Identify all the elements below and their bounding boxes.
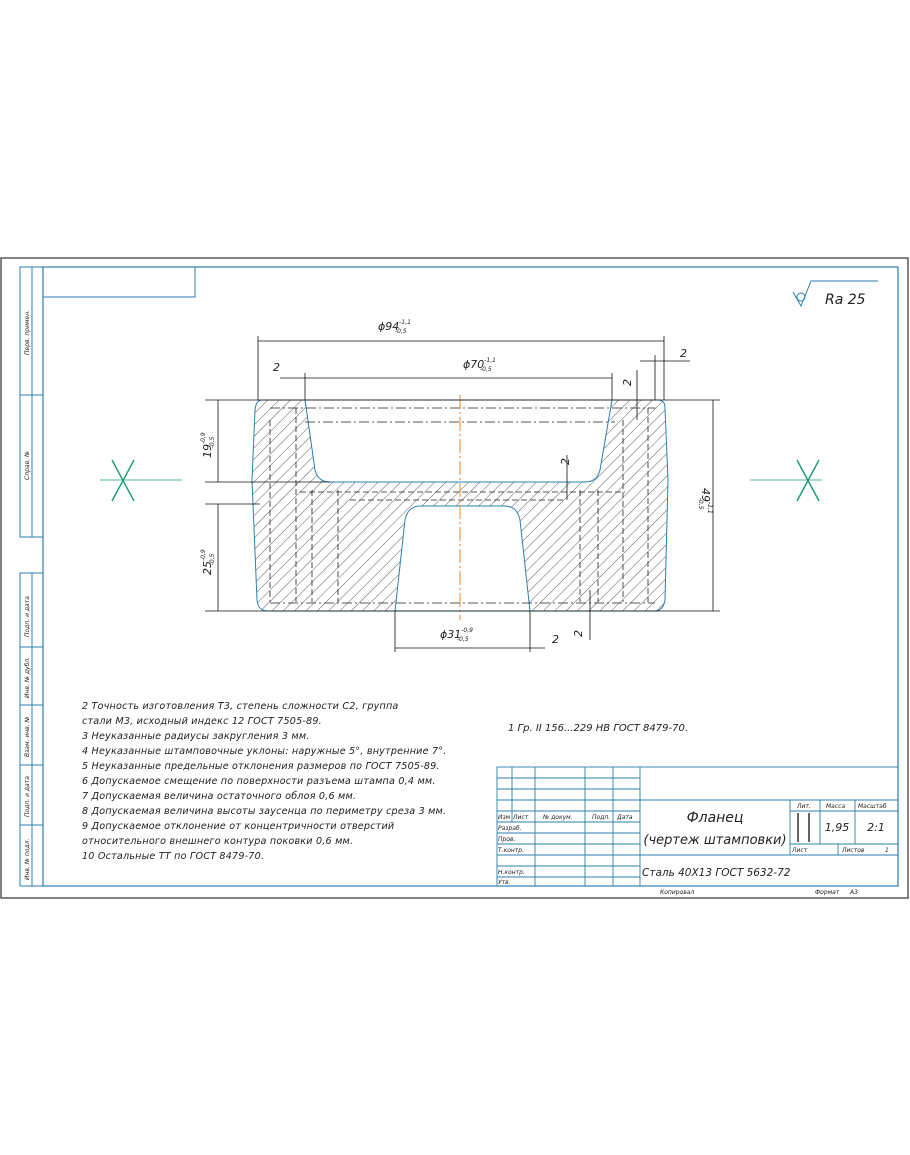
roughness-symbol: Ra 25	[792, 280, 878, 308]
tb-sheets-label: Листов	[841, 847, 865, 854]
side-label: Взам. инв. №	[24, 716, 31, 757]
tb-header: Изм	[498, 814, 511, 821]
material: Сталь 40Х13 ГОСТ 5632-72	[642, 867, 791, 879]
side-label: Подп. и дата	[24, 596, 31, 637]
top-left-box	[43, 267, 196, 298]
tb-role: Т.контр.	[498, 847, 524, 854]
dim-2: 2	[572, 630, 585, 637]
mass-value: 1,95	[825, 821, 850, 834]
note-line: 3 Неуказанные радиусы закругления 3 мм.	[82, 731, 310, 742]
section-mark-left	[100, 459, 182, 502]
dim-d31: ϕ31-0,9-0,5	[440, 627, 473, 643]
note-line: 9 Допускаемое отклонение от концентрично…	[82, 821, 395, 832]
note-line: 8 Допускаемая величина высоты заусенца п…	[82, 806, 447, 817]
tb-format-label: Формат	[815, 889, 840, 896]
side-strip	[19, 266, 44, 887]
tb-header: Лист	[512, 814, 529, 821]
scale-value: 2:1	[867, 821, 885, 834]
tb-header: Подп.	[592, 814, 610, 821]
side-label: Перв. примен.	[24, 310, 31, 355]
tb-role: Утв.	[498, 879, 511, 886]
extension-lines	[205, 336, 720, 652]
side-label: Подп. и дата	[24, 776, 31, 817]
tb-header: № докум.	[542, 814, 573, 821]
dimension-lines	[217, 340, 714, 649]
part-name: Фланец	[687, 810, 744, 826]
roughness-label: Ra 25	[825, 292, 866, 308]
hidden-lines	[269, 407, 655, 604]
side-label: Справ. №	[24, 451, 31, 480]
dim-h25: 25-0,9-0,5	[200, 549, 216, 575]
dim-2: 2	[621, 379, 634, 386]
tb-mass-label: Масса	[826, 803, 845, 810]
dim-h19: 19-0,9-0,5	[200, 432, 216, 458]
part-subtitle: (чертеж штамповки)	[643, 833, 786, 848]
sheet-border	[0, 257, 909, 899]
tb-role: Н.контр.	[498, 869, 525, 876]
note-line: 7 Допускаемая величина остаточного облоя…	[82, 791, 357, 802]
hardness-note: 1 Гр. II 156...229 НВ ГОСТ 8479-70.	[508, 723, 688, 734]
tb-lit-label: Лит.	[796, 803, 811, 810]
tb-sheets: 1	[885, 847, 889, 854]
dim-d70: ϕ70-1,1-0,5	[463, 357, 496, 373]
tb-scale-label: Масштаб	[858, 803, 887, 810]
note-line: относительного внешнего контура поковки …	[82, 836, 354, 847]
side-label: Инв. № дубл.	[24, 657, 31, 698]
dim-d94: ϕ94-1,1-0,5	[378, 319, 411, 335]
tb-header: Дата	[616, 814, 633, 821]
note-line: 5 Неуказанные предельные отклонения разм…	[82, 761, 440, 772]
tb-sheet-label: Лист	[791, 847, 808, 854]
dim-2: 2	[552, 633, 559, 646]
title-block	[496, 766, 899, 887]
side-label: Инв. № подл.	[24, 839, 31, 880]
tb-role: Пров.	[498, 836, 516, 843]
tb-copied: Копировал	[660, 889, 694, 896]
note-line: 4 Неуказанные штамповочные уклоны: наруж…	[82, 746, 447, 757]
section-mark-right	[750, 459, 822, 502]
tb-role: Разраб.	[498, 825, 522, 832]
note-line: 6 Допускаемое смещение по поверхности ра…	[82, 776, 436, 787]
dim-h49: 49-1,1-0,5	[697, 488, 713, 514]
dim-2: 2	[559, 458, 572, 465]
dim-2: 2	[680, 347, 687, 360]
note-line: 2 Точность изготовления Т3, степень слож…	[82, 701, 399, 712]
tb-format: А3	[849, 889, 858, 896]
dim-2: 2	[273, 361, 280, 374]
note-line: стали М3, исходный индекс 12 ГОСТ 7505-8…	[82, 716, 322, 727]
note-line: 10 Остальные ТТ по ГОСТ 8479-70.	[82, 851, 265, 862]
